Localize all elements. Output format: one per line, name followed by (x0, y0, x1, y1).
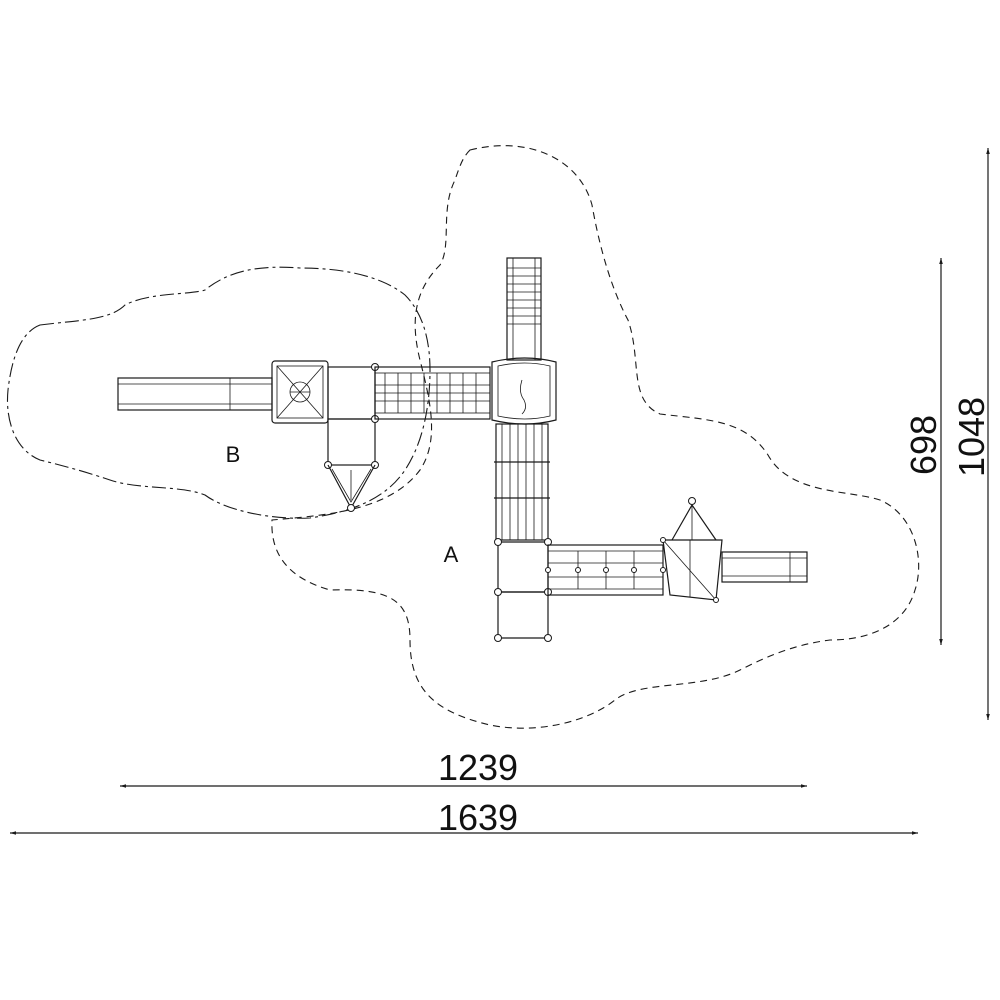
dimension-inner-width-label: 1239 (438, 747, 518, 788)
zone-a-label: A (444, 542, 459, 567)
net-bridge (374, 366, 491, 420)
dimension-inner-height-label: 698 (903, 415, 944, 475)
dimension-outer-height-label: 1048 (951, 397, 992, 477)
tunnel-a (494, 423, 550, 541)
zone-b-label: B (226, 442, 241, 467)
tower-a-right (660, 497, 723, 603)
safety-zone-a-outline (271, 145, 920, 729)
triangle-climber-b (327, 464, 376, 512)
ladder-a (506, 257, 542, 361)
dimension-outer-width-label: 1639 (438, 797, 518, 838)
tower-b-roof (271, 360, 329, 424)
tower-b-deck (324, 363, 379, 469)
tower-a-central (491, 357, 557, 425)
safety-zone-b-outline (6, 266, 431, 519)
slide-b (117, 377, 273, 411)
bridge-a-right (545, 544, 666, 596)
slide-a-right (721, 551, 808, 583)
dimension-outer-height: 1048 (951, 148, 992, 720)
dimension-inner-width: 1239 (120, 747, 807, 788)
dimension-outer-width: 1639 (10, 797, 918, 838)
tower-a-lower (494, 538, 552, 642)
dimension-inner-height: 698 (903, 258, 944, 645)
